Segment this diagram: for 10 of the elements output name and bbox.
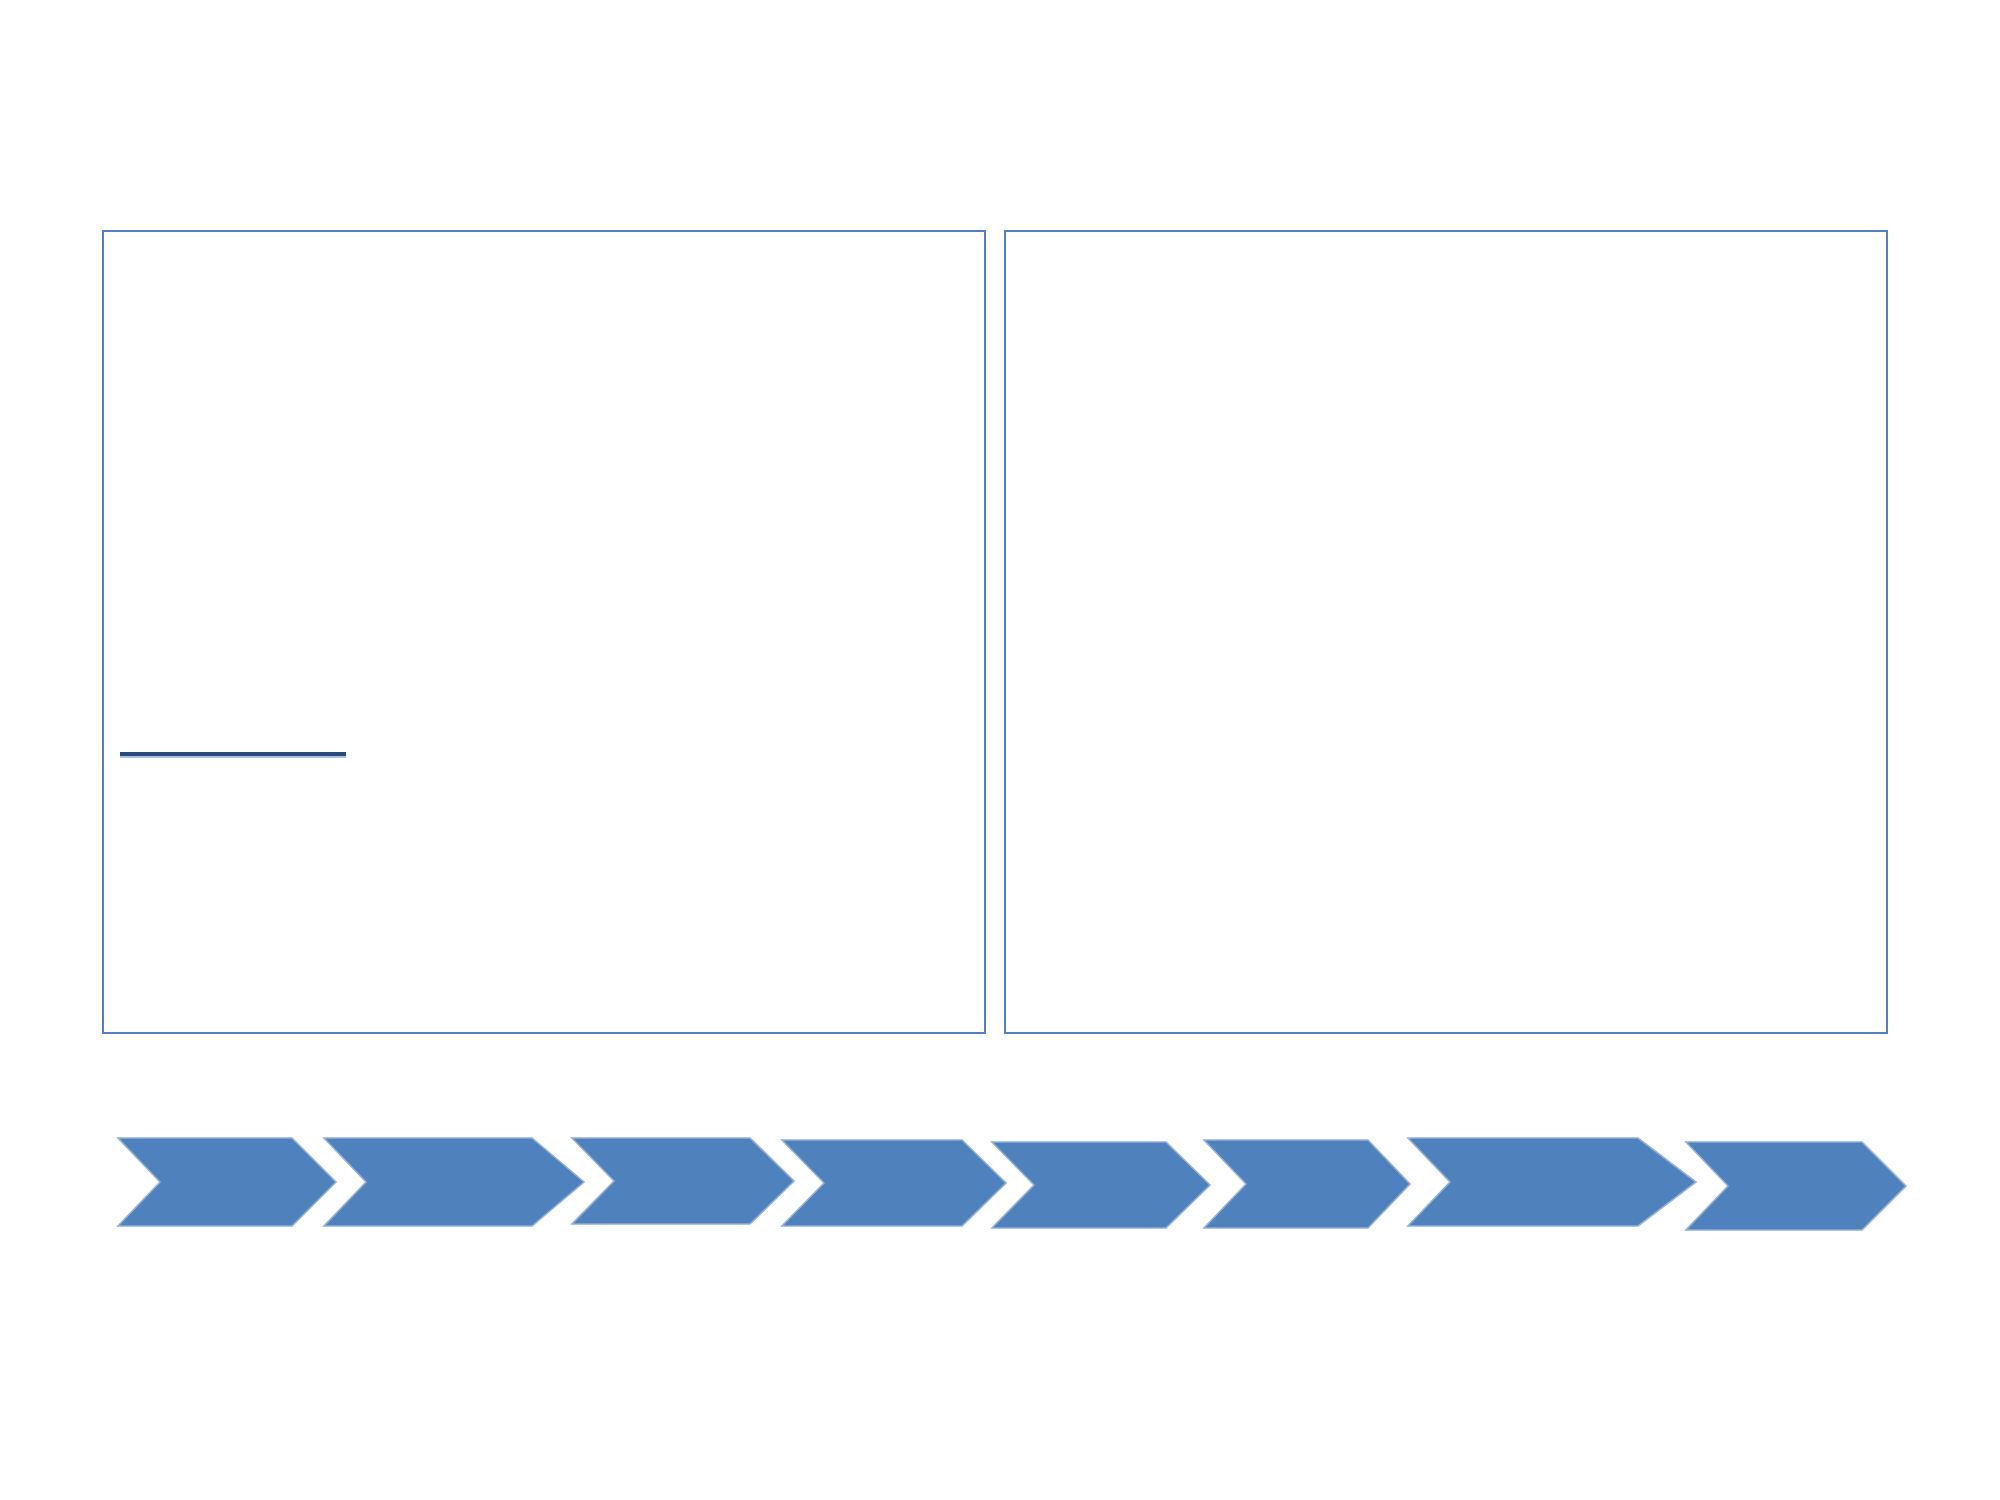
- empty-panel: [102, 230, 986, 1034]
- chevron: [1202, 1139, 1412, 1229]
- chevron: [990, 1141, 1212, 1229]
- chevron: [116, 1137, 338, 1227]
- chevron: [570, 1137, 796, 1225]
- chevron: [322, 1137, 586, 1227]
- chevron: [780, 1139, 1008, 1227]
- chevron: [1684, 1141, 1908, 1231]
- empty-panel: [1004, 230, 1888, 1034]
- chevron: [1406, 1137, 1698, 1227]
